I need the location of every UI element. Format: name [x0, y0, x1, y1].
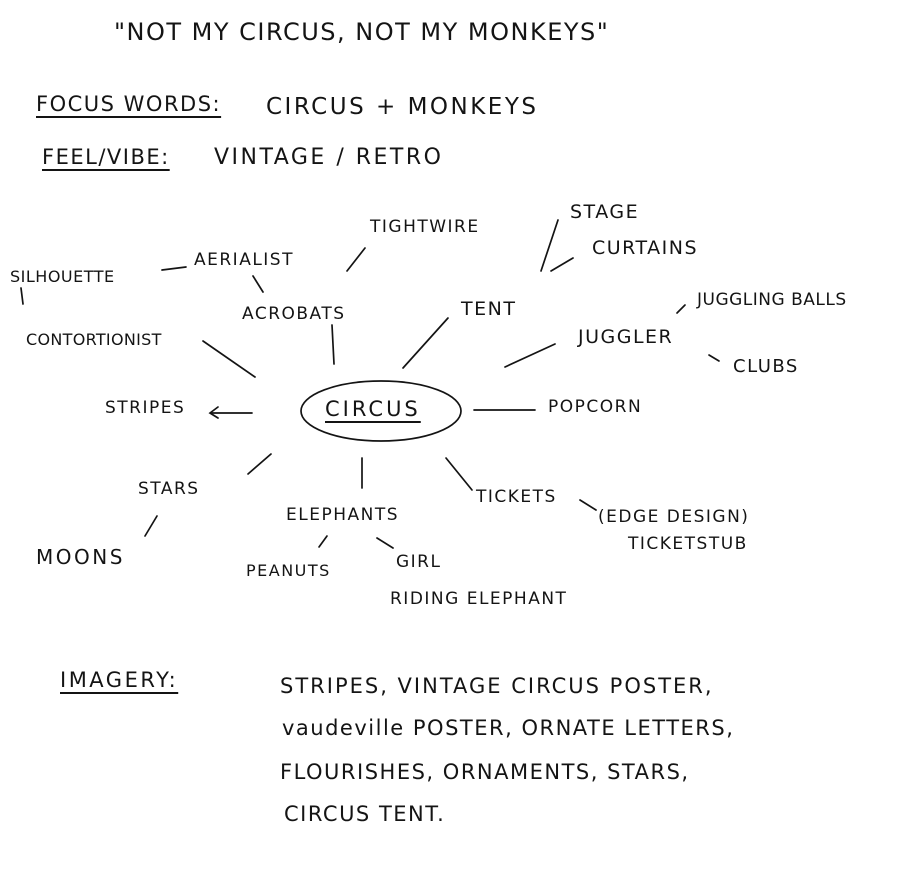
node-girl: GIRL [396, 552, 442, 572]
node-stripes: STRIPES [105, 398, 186, 418]
page-title: "NOT MY CIRCUS, NOT MY MONKEYS" [114, 18, 610, 46]
node-acrobats: ACROBATS [242, 304, 346, 324]
circus-bubble [300, 380, 462, 442]
node-tightwire: TIGHTWIRE [370, 217, 480, 237]
imagery-label: IMAGERY: [60, 668, 179, 692]
node-elephants: ELEPHANTS [286, 505, 400, 525]
focus-words-label: FOCUS WORDS: [36, 92, 222, 116]
node-moons: MOONS [36, 545, 125, 569]
node-peanuts: PEANUTS [246, 561, 331, 580]
node-ticket-stub: TICKETSTUB [628, 534, 748, 554]
node-contortionist: CONTORTIONIST [26, 330, 162, 349]
mind-map-center: CIRCUS [325, 397, 421, 421]
node-popcorn: POPCORN [548, 397, 643, 417]
feel-vibe-value: VINTAGE / RETRO [214, 145, 444, 170]
node-aerialist: AERIALIST [194, 250, 294, 270]
imagery-line-3: FLOURISHES, ORNAMENTS, STARS, [280, 760, 690, 784]
feel-vibe-label: FEEL/VIBE: [42, 145, 170, 169]
node-clubs: CLUBS [733, 356, 799, 377]
focus-words-value: CIRCUS + MONKEYS [266, 94, 539, 120]
node-stage: STAGE [570, 201, 640, 223]
imagery-line-2: vaudeville POSTER, ORNATE LETTERS, [282, 716, 735, 740]
node-tent: TENT [461, 298, 517, 320]
node-edge-design: (EDGE DESIGN) [598, 507, 750, 527]
node-juggler: JUGGLER [578, 326, 674, 348]
node-silhouette: SILHOUETTE [10, 267, 115, 286]
imagery-line-4: CIRCUS TENT. [284, 802, 446, 826]
node-curtains: CURTAINS [592, 237, 698, 259]
node-riding-elephant: RIDING ELEPHANT [390, 589, 568, 609]
node-tickets: TICKETS [476, 487, 557, 507]
node-stars: STARS [138, 479, 200, 499]
node-juggling-balls: JUGGLING BALLS [697, 290, 847, 310]
imagery-line-1: STRIPES, VINTAGE CIRCUS POSTER, [280, 674, 714, 698]
